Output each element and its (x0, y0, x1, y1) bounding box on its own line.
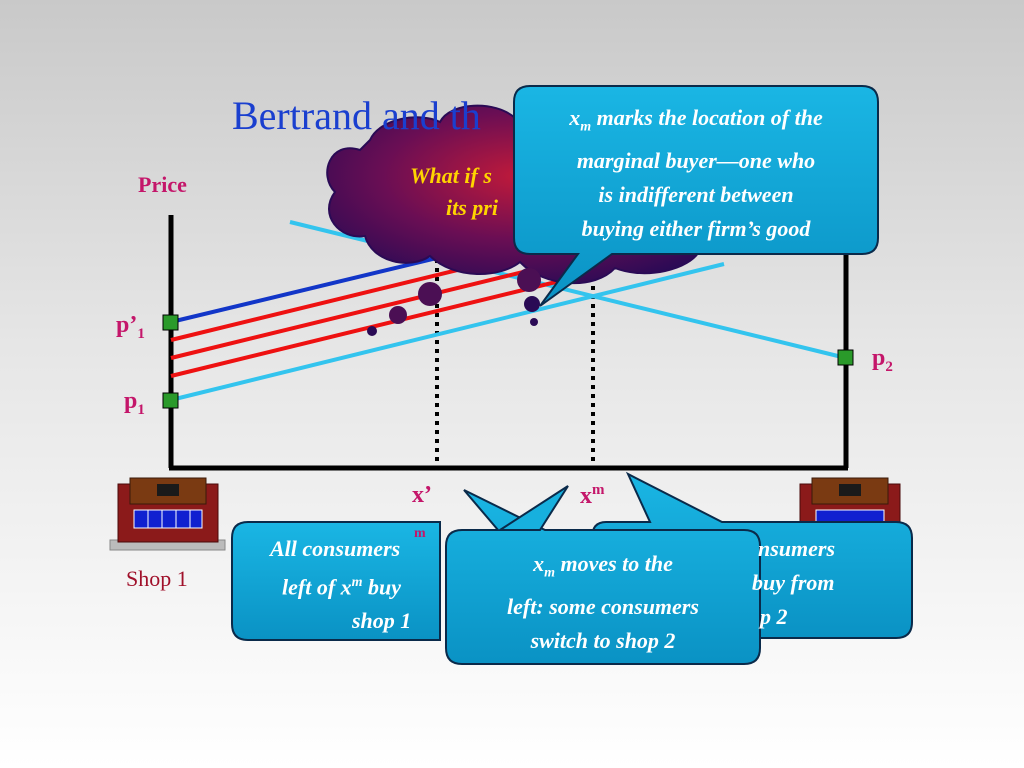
callout-right-line-1: nsumers (758, 536, 836, 561)
callout-middle-pointer-2 (496, 485, 569, 531)
callout-middle-line-3: switch to shop 2 (530, 628, 676, 654)
callout-middle-bubble (445, 489, 761, 665)
x-m-label: xm (580, 482, 605, 509)
callout-right-line-3: p 2 (760, 604, 788, 629)
p2-label: p2 (872, 345, 893, 375)
p-prime-1-marker (162, 314, 179, 331)
callout-left-line-1: All consumers (270, 536, 401, 561)
callout-top-line-4: buying either firm’s good (581, 216, 811, 242)
slide-title: Bertrand and th (232, 93, 481, 138)
p1-marker (162, 392, 179, 409)
callout-right-line-2: buy from (752, 570, 835, 595)
callout-top-line-2: marginal buyer—one who (576, 148, 816, 174)
callout-top-text: xm marks the location of the marginal bu… (516, 101, 876, 246)
cloud-line-2: its pri (446, 195, 498, 220)
callout-right-text: nsumers buy from p 2 (752, 532, 908, 634)
callout-middle-text: xm moves to the left: some consumers swi… (448, 547, 758, 658)
callout-left-bubble (231, 521, 441, 641)
shop1-delivered-price-line (170, 262, 725, 402)
price-axis-label: Price (138, 172, 187, 197)
red-price-line-3 (170, 279, 561, 378)
callout-left-text: All consumers left of xm buy shop 1 (262, 532, 462, 638)
p-prime-1-label: p’1 (116, 312, 145, 342)
red-price-line-2 (170, 261, 561, 360)
callout-top-bubble (513, 85, 879, 307)
p2-marker (837, 349, 854, 366)
cloud-text: What if s its pri (410, 160, 520, 224)
x-prime-m-label: x’ (412, 482, 432, 508)
callout-top-line-3: is indifferent between (598, 182, 794, 208)
callout-left-line-2: left of xm buy (282, 574, 402, 600)
p1-label: p1 (124, 388, 145, 418)
shop1-icon (109, 477, 226, 551)
callout-middle-line-2: left: some consumers (507, 594, 699, 620)
x-prime-m-subscript: m (414, 526, 426, 541)
callout-top-line-1: xm marks the location of the (569, 105, 823, 135)
callout-middle-line-1: xm moves to the (533, 551, 673, 581)
callout-left-line-3: shop 1 (352, 608, 412, 634)
cloud-line-1: What if s (410, 163, 492, 188)
shop1-label: Shop 1 (126, 566, 188, 591)
